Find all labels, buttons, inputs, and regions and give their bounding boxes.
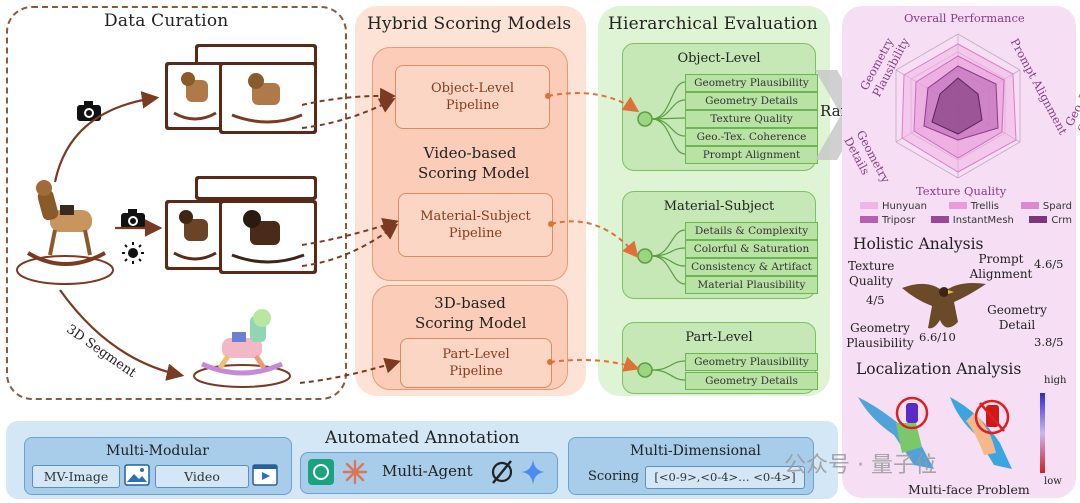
video-icon [252, 464, 278, 486]
chip-material-plausibility: Material Plausibility [685, 276, 818, 294]
automated-annotation-title: Automated Annotation [325, 428, 520, 448]
multi-modular-label: Multi-Modular [106, 443, 209, 459]
chip-colorful-saturation: Colorful & Saturation [685, 240, 818, 258]
prompt-alignment-label: Prompt Alignment [969, 252, 1033, 281]
legend-triposr: Triposr [860, 215, 915, 226]
chip-geometry-plausibility: Geometry Plausibility [685, 74, 818, 92]
watermark: 公众号 · 量子位 [784, 453, 937, 478]
gemini-icon [521, 459, 545, 485]
chip-details-complexity: Details & Complexity [685, 222, 818, 240]
radar-chart [895, 33, 1021, 179]
prompt-alignment-score: 4.6/5 [1034, 257, 1064, 271]
chip-geometry-details: Geometry Details [685, 92, 818, 110]
sun-icon [122, 242, 144, 264]
radar-axis-texture: Texture Quality [916, 184, 1007, 198]
rocking-horse-image [16, 180, 114, 285]
chip-part-geometry-plausibility: Geometry Plausibility [685, 353, 818, 371]
legend-hunyuan: Hunyuan [860, 201, 927, 212]
multi-dimensional-label: Multi-Dimensional [630, 443, 761, 459]
heat-scale-high: high [1044, 375, 1067, 386]
image-icon [124, 464, 150, 486]
mv-frame-1 [165, 62, 225, 130]
texture-quality-label: Texture Quality [848, 259, 895, 288]
geometry-plausibility-label: Geometry Plausibility [846, 321, 914, 350]
chip-texture-quality: Texture Quality [685, 110, 818, 128]
video-chip: Video [155, 465, 249, 488]
camera-icon-2 [121, 209, 145, 229]
geometry-plausibility-score: 6.6/10 [919, 330, 956, 344]
radar-axis-overall: Overall Performance [904, 11, 1025, 25]
mv-image-chip: MV-Image [32, 465, 120, 488]
multi-agent-label: Multi-Agent [382, 462, 473, 480]
holistic-analysis-title: Holistic Analysis [853, 235, 984, 253]
geometry-detail-label: Geometry Detail [987, 303, 1047, 332]
legend-crm: Crm [1029, 215, 1072, 226]
material-frame-2 [219, 200, 317, 274]
localization-images [858, 393, 1045, 473]
localization-analysis-title: Localization Analysis [856, 360, 1022, 378]
chip-prompt-alignment: Prompt Alignment [685, 146, 818, 164]
segmented-horse-image [193, 309, 291, 388]
chip-part-geometry-details: Geometry Details [685, 372, 818, 390]
camera-icon [77, 101, 101, 121]
radar-legend: Hunyuan Trellis Spard Triposr InstantMes… [860, 201, 1072, 226]
scoring-label: Scoring [588, 469, 640, 484]
data-curation-panel [6, 6, 347, 400]
geometry-detail-score: 3.8/5 [1034, 335, 1064, 349]
heat-scale-low: low [1044, 476, 1062, 487]
chip-consistency-artifact: Consistency & Artifact [685, 258, 818, 276]
grok-icon [491, 460, 513, 484]
chip-geo-tex-coherence: Geo.-Tex. Coherence [685, 128, 818, 146]
claude-icon [342, 459, 368, 485]
part-level-box: Part-Level Geometry Plausibility Geometr… [622, 322, 818, 394]
legend-trellis: Trellis [948, 201, 999, 212]
scoring-range-chip: [<0-9>,<0-4>… <0-4>] [645, 466, 805, 489]
texture-quality-score: 4/5 [866, 293, 885, 307]
multi-face-caption: Multi-face Problem [908, 482, 1030, 497]
hybrid-scoring-title: Hybrid Scoring Models [367, 14, 572, 34]
hierarchical-eval-title: Hierarchical Evaluation [608, 14, 818, 34]
material-frame-1 [165, 200, 225, 270]
material-subject-box: Material-Subject Details & Complexity Co… [622, 191, 818, 299]
chatgpt-icon [308, 459, 334, 485]
mv-frame-2 [219, 62, 317, 134]
material-frame-back [195, 176, 317, 200]
data-curation-title: Data Curation [104, 11, 229, 31]
legend-instantmesh: InstantMesh [930, 215, 1014, 226]
multi-agent-box [300, 452, 558, 494]
object-level-box: Object-Level Geometry Plausibility Geome… [622, 43, 818, 171]
legend-spard: Spard [1020, 201, 1072, 212]
eagle-image [902, 283, 986, 329]
